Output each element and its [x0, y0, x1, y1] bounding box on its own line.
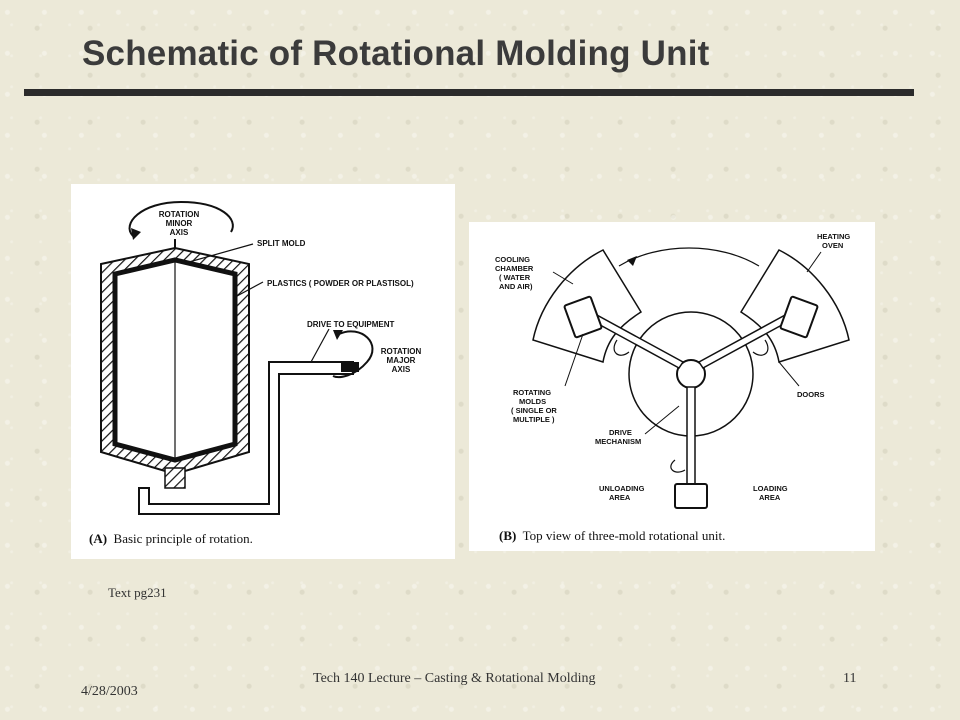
label-rotation-major: ROTATION: [381, 347, 422, 356]
major-rotation-arrow: [332, 330, 374, 379]
label-rotation-minor: ROTATION: [159, 210, 200, 219]
svg-text:OVEN: OVEN: [822, 241, 843, 250]
footer-date: 4/28/2003: [81, 684, 138, 699]
mold-bottom: [674, 483, 708, 509]
svg-text:AREA: AREA: [759, 493, 781, 502]
label-drive-mechanism: DRIVE: [609, 428, 632, 437]
figure-a-caption: (A) Basic principle of rotation.: [89, 531, 253, 546]
label-heating: HEATING: [817, 232, 850, 241]
title-divider: [24, 89, 914, 96]
mold-left: [563, 295, 603, 339]
svg-text:( SINGLE OR: ( SINGLE OR: [511, 406, 557, 415]
svg-text:AXIS: AXIS: [392, 365, 411, 374]
svg-text:MECHANISM: MECHANISM: [595, 437, 641, 446]
label-drive: DRIVE TO EQUIPMENT: [307, 320, 395, 329]
figure-a-diagram: ROTATION MINOR AXIS SPLIT MOLD PLASTICS …: [100, 200, 422, 515]
label-cooling: COOLING: [495, 255, 530, 264]
figure-b-panel: COOLING CHAMBER ( WATER AND AIR) HEATING…: [469, 222, 875, 551]
svg-text:MINOR: MINOR: [166, 219, 193, 228]
figure-b-caption: (B) Top view of three-mold rotational un…: [499, 528, 726, 543]
svg-text:AND AIR): AND AIR): [499, 282, 533, 291]
mold-right: [779, 295, 819, 339]
slide-title: Schematic of Rotational Molding Unit: [82, 34, 710, 73]
svg-text:MULTIPLE ): MULTIPLE ): [513, 415, 555, 424]
svg-text:AXIS: AXIS: [170, 228, 189, 237]
label-split-mold: SPLIT MOLD: [257, 239, 306, 248]
svg-text:MOLDS: MOLDS: [519, 397, 546, 406]
label-plastics: PLASTICS ( POWDER OR PLASTISOL): [267, 279, 414, 288]
svg-text:AREA: AREA: [609, 493, 631, 502]
label-loading: LOADING: [753, 484, 788, 493]
footer-lecture-title: Tech 140 Lecture – Casting & Rotational …: [313, 671, 596, 686]
svg-text:MAJOR: MAJOR: [387, 356, 416, 365]
text-reference-note: Text pg231: [108, 585, 167, 600]
footer-page-number: 11: [843, 671, 857, 686]
figure-a-panel: ROTATION MINOR AXIS SPLIT MOLD PLASTICS …: [71, 184, 455, 559]
label-doors: DOORS: [797, 390, 825, 399]
label-rotating-molds: ROTATING: [513, 388, 551, 397]
minor-rotation-arrow: [128, 200, 234, 237]
svg-text:( WATER: ( WATER: [499, 273, 531, 282]
label-unloading: UNLOADING: [599, 484, 645, 493]
svg-text:CHAMBER: CHAMBER: [495, 264, 534, 273]
figure-b-diagram: COOLING CHAMBER ( WATER AND AIR) HEATING…: [495, 232, 850, 509]
